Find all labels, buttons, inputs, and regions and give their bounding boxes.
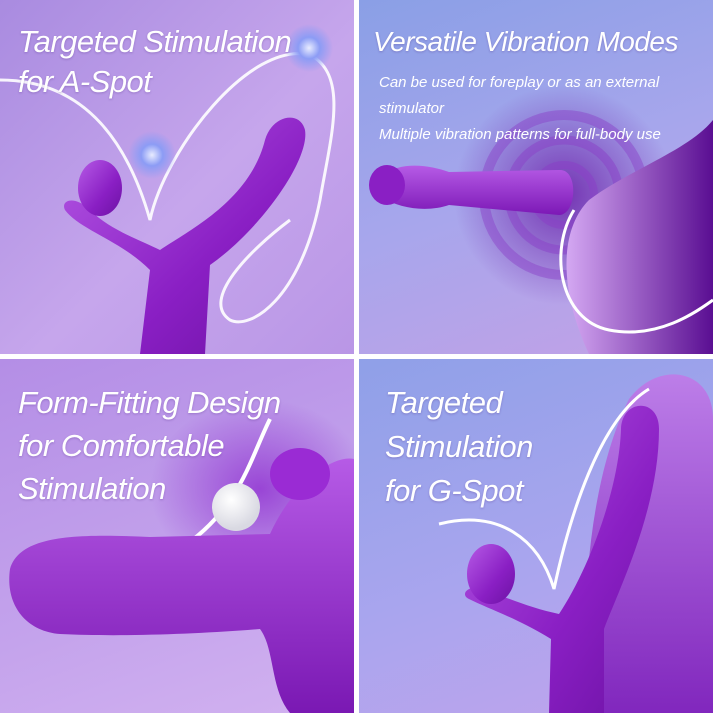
- product-body: [379, 165, 574, 215]
- product-tip: [369, 165, 405, 205]
- glow-orb-icon: [128, 131, 176, 179]
- panel-form-fitting: Form-Fitting Design for Comfortable Stim…: [0, 359, 354, 713]
- form-fitting-illustration: [9, 399, 354, 713]
- product-tip: [270, 448, 330, 500]
- panel-vibration-modes: Versatile Vibration Modes Can be used fo…: [359, 0, 713, 354]
- flow-line: [0, 52, 336, 324]
- panel-title: Targeted Stimulation for G-Spot: [385, 385, 533, 508]
- flow-line: [559, 209, 713, 334]
- side-shape: [566, 120, 713, 354]
- product-tip: [78, 160, 122, 216]
- panel-a-spot: Targeted Stimulation for A-Spot: [0, 0, 354, 354]
- panel-description: Can be used for foreplay or as an extern…: [379, 74, 661, 143]
- panel-g-spot: Targeted Stimulation for G-Spot: [359, 359, 713, 713]
- g-spot-illustration: [438, 374, 713, 713]
- product-body: [64, 117, 306, 354]
- panel-title: Targeted Stimulation for A-Spot: [18, 24, 292, 99]
- vibration-illustration: [369, 85, 713, 354]
- flow-line: [438, 387, 650, 590]
- panel-title: Versatile Vibration Modes: [373, 26, 679, 57]
- product-tip: [467, 544, 515, 604]
- a-spot-illustration: [0, 24, 336, 354]
- stimulation-ball-icon: [212, 483, 260, 531]
- panel-title: Form-Fitting Design for Comfortable Stim…: [18, 385, 281, 506]
- glow-orb-icon: [285, 24, 333, 72]
- arc-shape: [585, 374, 713, 713]
- product-body: [464, 405, 659, 713]
- product-body: [9, 458, 354, 713]
